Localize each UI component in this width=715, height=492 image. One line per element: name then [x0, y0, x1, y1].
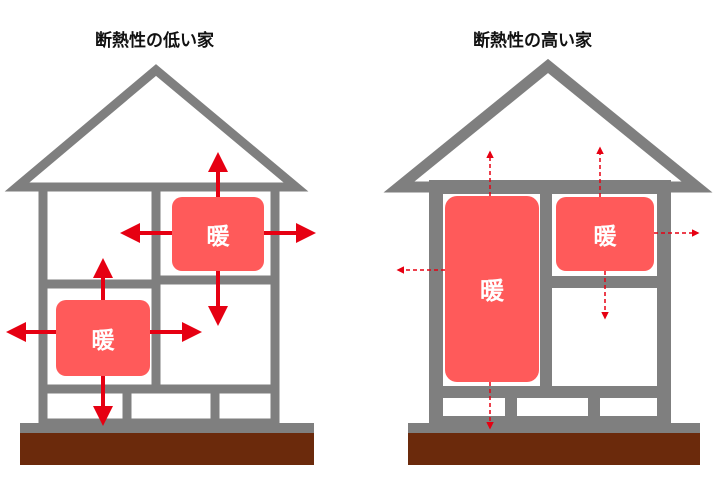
right-ground [408, 433, 700, 465]
left-house-title: 断熱性の低い家 [95, 31, 214, 51]
left-ground-top [20, 423, 314, 433]
right-warm-label-tall: 暖 [480, 277, 505, 305]
left-roof [4, 64, 309, 192]
right-house-title: 断熱性の高い家 [473, 31, 592, 51]
left-warm-box-upper [172, 197, 264, 271]
right-roof [383, 58, 713, 193]
left-house: 暖 暖 [4, 64, 316, 465]
left-warm-box-lower [56, 300, 150, 376]
left-ground [20, 433, 314, 465]
right-warm-label-upper: 暖 [594, 224, 618, 250]
left-warm-label-lower: 暖 [92, 328, 116, 354]
right-warm-box-upper [556, 197, 654, 271]
right-frame [429, 180, 671, 430]
left-warm-label-upper: 暖 [207, 224, 231, 250]
right-house: 暖 暖 [383, 58, 713, 465]
right-warm-box-tall [445, 196, 539, 382]
left-frame [38, 182, 280, 428]
